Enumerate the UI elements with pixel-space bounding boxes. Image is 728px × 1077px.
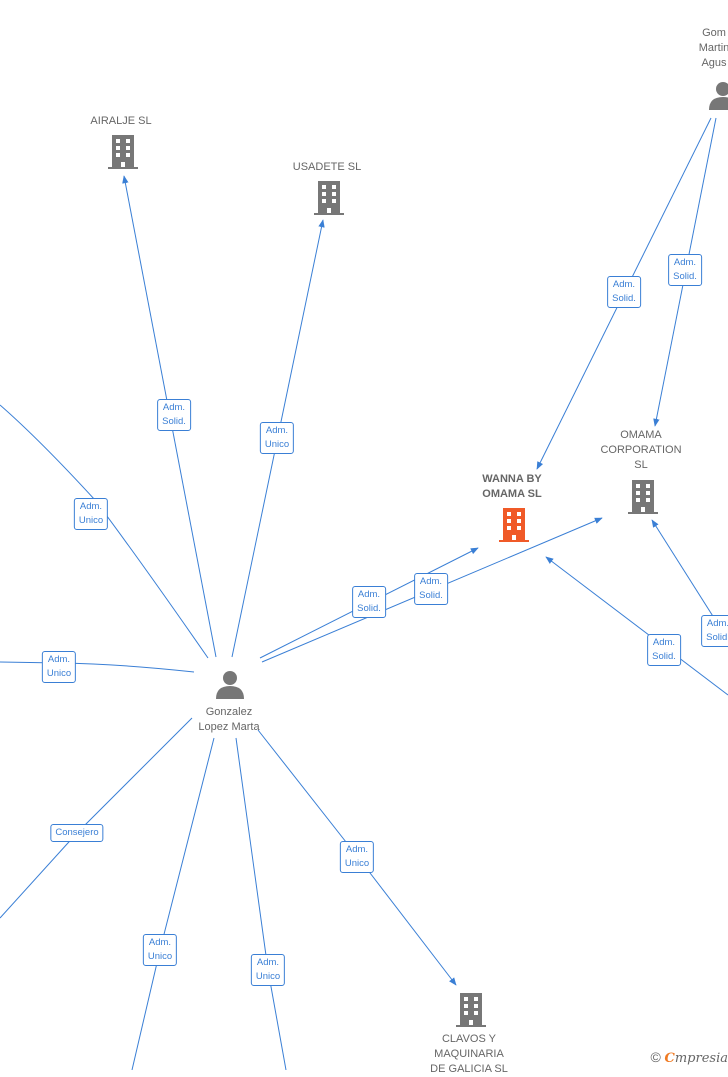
node-label: USADETE SL — [292, 161, 362, 173]
node-label: Martin — [698, 42, 728, 54]
edge-label[interactable]: Adm.Solid. — [701, 615, 728, 647]
node-wanna-by-omama[interactable]: WANNA BY OMAMA SL — [482, 472, 541, 502]
node-label: OMAMA — [620, 429, 662, 441]
edge-gonzalez-bottom-mid — [235, 737, 287, 1070]
building-icon — [314, 181, 344, 215]
edge-gonzalez-bottom-left — [131, 737, 215, 1070]
node-omama-corporation[interactable]: OMAMA CORPORATION SL — [600, 428, 681, 473]
node-label: CLAVOS Y — [441, 1033, 496, 1045]
copyright-symbol: © — [650, 1049, 661, 1065]
building-icon — [456, 993, 486, 1027]
brand-name: mpresia — [674, 1051, 728, 1066]
edge-label[interactable]: Adm.Solid. — [607, 276, 641, 308]
node-label: OMAMA SL — [482, 488, 542, 500]
node-label: Lopez Marta — [198, 721, 260, 733]
node-label: AIRALJE SL — [90, 115, 152, 127]
node-airalje[interactable]: AIRALJE SL — [90, 114, 151, 129]
edge-label[interactable]: Adm.Unico — [73, 498, 109, 530]
node-label: SL — [634, 459, 648, 471]
edge-label[interactable]: Adm.Solid. — [157, 399, 191, 431]
edge-label[interactable]: Adm.Solid. — [352, 586, 386, 618]
edge-label[interactable]: Adm.Solid. — [668, 254, 702, 286]
edge-label[interactable]: Adm.Solid. — [414, 573, 448, 605]
edge-right-wanna — [545, 556, 728, 696]
edge-gonzalez-left-lower — [0, 717, 193, 919]
node-clavos[interactable]: CLAVOS Y MAQUINARIA DE GALICIA SL — [430, 1032, 508, 1077]
node-gonzalez-lopez-marta[interactable]: Gonzalez Lopez Marta — [198, 705, 259, 735]
edge-label[interactable]: Adm.Unico — [250, 954, 286, 986]
node-label: Gonzalez — [205, 706, 253, 718]
node-label: WANNA BY — [482, 473, 542, 485]
person-icon — [216, 671, 244, 699]
building-icon — [499, 508, 529, 542]
node-label: Gom — [702, 27, 726, 39]
edge-label[interactable]: Adm.Solid. — [647, 634, 681, 666]
edge-gonzalez-left-upper — [0, 404, 209, 659]
building-icon — [108, 135, 138, 169]
node-label: MAQUINARIA — [434, 1048, 504, 1060]
person-icon — [709, 82, 728, 110]
edge-label[interactable]: Adm.Unico — [142, 934, 178, 966]
node-label: CORPORATION — [600, 444, 682, 456]
edge-label[interactable]: Adm.Unico — [259, 422, 295, 454]
brand-watermark: © Cmpresia — [651, 1049, 728, 1066]
brand-initial: C — [664, 1051, 675, 1066]
edge-label[interactable]: Adm.Unico — [339, 841, 375, 873]
edge-label[interactable]: Consejero — [50, 824, 104, 842]
edge-label[interactable]: Adm.Unico — [41, 651, 77, 683]
node-gomez[interactable]: Gom Martin Agus — [699, 26, 728, 71]
building-icon — [628, 480, 658, 514]
node-usadete[interactable]: USADETE SL — [293, 160, 361, 175]
edge-gonzalez-left-mid — [0, 661, 195, 673]
node-label: Agus — [701, 57, 727, 69]
